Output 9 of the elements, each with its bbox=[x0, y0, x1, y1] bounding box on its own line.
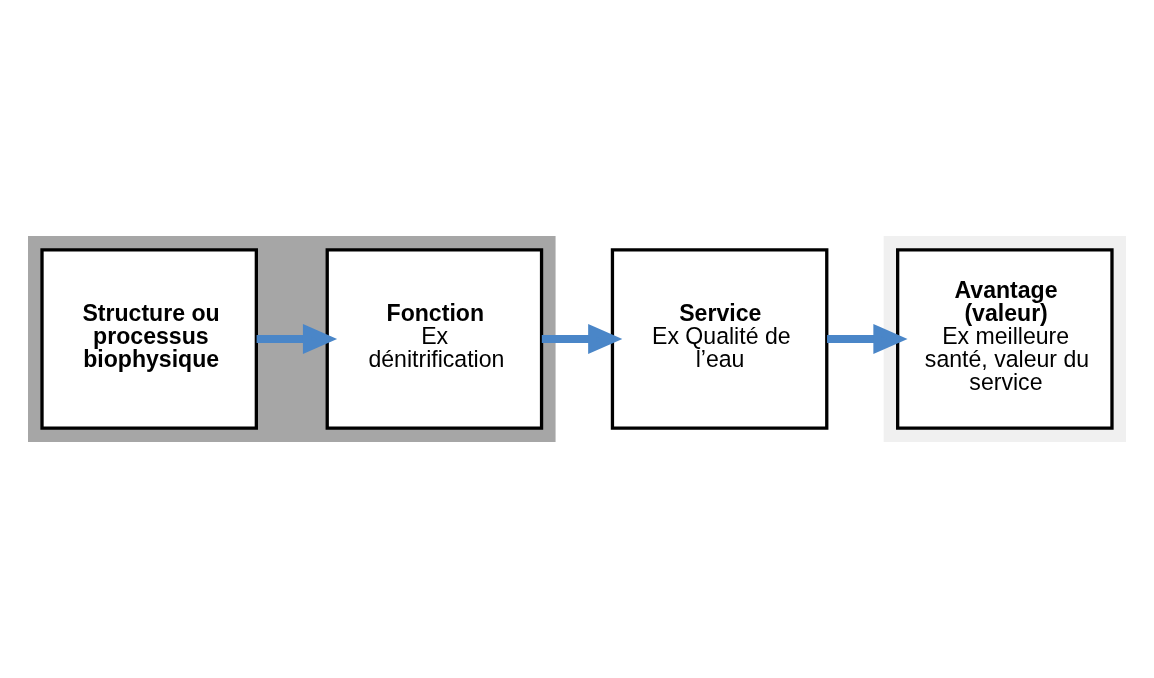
node-box: Structure ou processus biophysique bbox=[40, 248, 258, 430]
arrow bbox=[256, 324, 338, 354]
arrow bbox=[541, 324, 623, 354]
arrow bbox=[827, 324, 908, 354]
cluster bbox=[883, 235, 1126, 443]
node-box: Avantage (valeur) Ex meilleure santé, valeur du service bbox=[896, 248, 1114, 430]
node-box: Fonction Ex dénitrification bbox=[325, 248, 544, 430]
node-box: Service Ex Qualité de l’eau bbox=[610, 248, 829, 430]
cluster bbox=[28, 235, 556, 443]
